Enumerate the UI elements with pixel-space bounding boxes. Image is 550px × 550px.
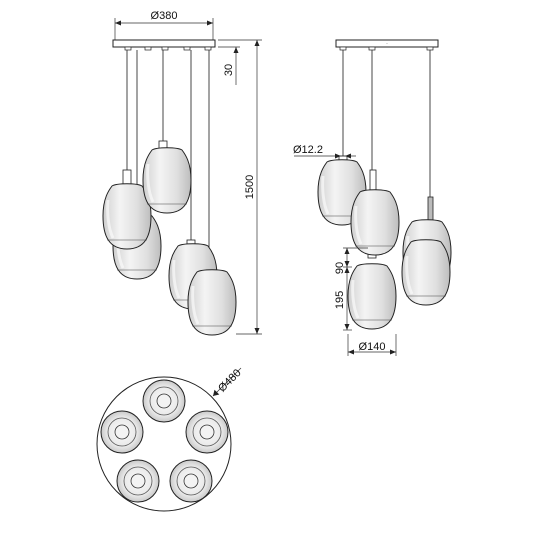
shade-height-label: 195: [334, 291, 346, 309]
canopy-width-label: Ø380: [151, 10, 178, 22]
base-diameter-label: Ø480: [216, 367, 244, 395]
shade-4: [186, 268, 238, 337]
front-view: Ø380 30 1500: [101, 10, 262, 337]
side-shade-middle: [349, 188, 401, 257]
side-shade-front: [346, 262, 398, 331]
total-height-label: 1500: [244, 175, 256, 199]
side-canopy: [335, 39, 439, 48]
plan-disc-left: [100, 410, 144, 454]
plan-view: Ø480: [96, 367, 244, 512]
plan-disc-top: [142, 379, 186, 423]
plan-disc-bottom-right: [169, 459, 213, 503]
neck-height-label: 90: [334, 262, 346, 274]
svg-text:·: ·: [386, 41, 388, 47]
shade-diameter-label: Ø140: [359, 341, 386, 353]
shade-2: [141, 146, 193, 215]
cable-diameter-label: Ø12.2: [293, 144, 323, 156]
side-view: · Ø12.2 90 195 Ø140: [293, 39, 453, 356]
canopy-height-label: 30: [223, 64, 235, 76]
side-shade-front-right: [400, 238, 452, 307]
plan-disc-bottom-left: [116, 459, 160, 503]
canopy: [112, 39, 216, 48]
plan-disc-right: [185, 410, 229, 454]
